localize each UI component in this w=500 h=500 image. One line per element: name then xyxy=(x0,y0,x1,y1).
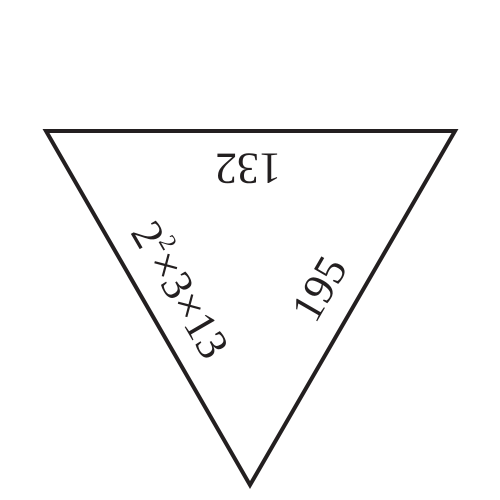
left-edge-rest: ×3×13 xyxy=(138,242,238,367)
top-edge-label: 132 xyxy=(215,144,281,193)
triangle-piece xyxy=(42,129,459,489)
